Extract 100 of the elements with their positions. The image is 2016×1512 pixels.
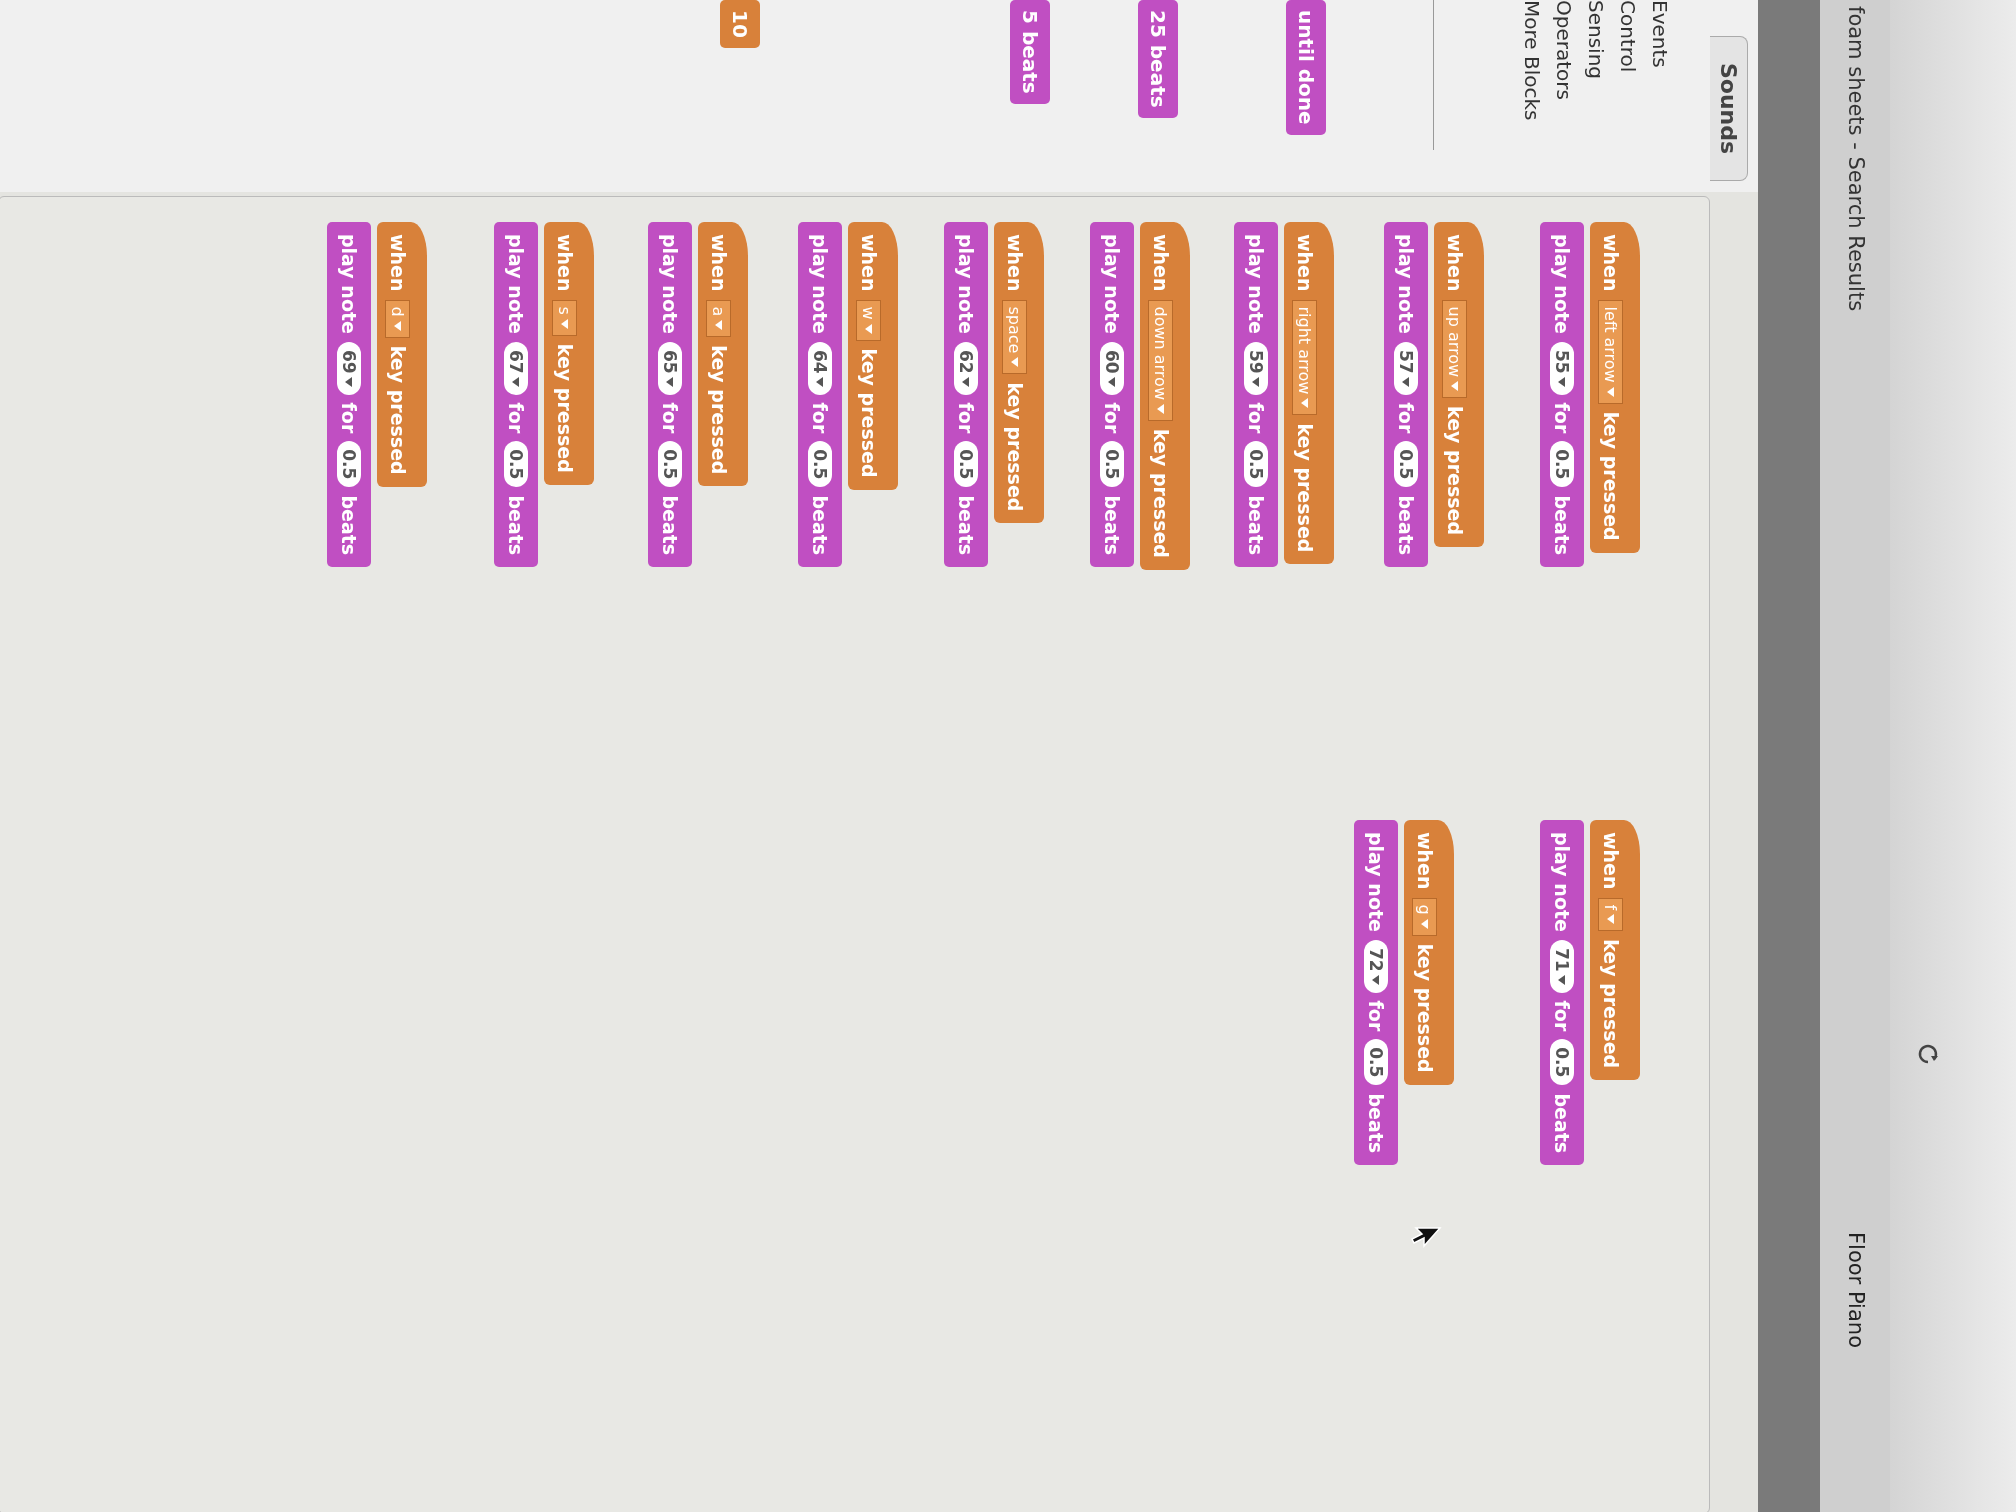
block-label: play note [955,234,977,334]
block-label: for [955,402,977,434]
block-label: beats [1245,495,1267,556]
key-dropdown: space [1002,299,1028,375]
block-label: key pressed [1414,943,1436,1073]
block-label: for [338,402,360,434]
note-dropdown: 55 [1550,341,1574,395]
block-label: play note [659,234,681,334]
block-label: beats [1101,495,1123,556]
beats-input: 0.5 [337,441,361,488]
key-hat-block [1590,820,1640,1081]
block-label: beats [505,495,527,556]
block-label: play note [1365,832,1387,932]
block-label: play note [1245,234,1267,334]
play-note-block [798,222,842,568]
beats-input: 0.5 [808,441,832,488]
note-dropdown: 57 [1394,341,1418,395]
block-label: when [1414,832,1436,890]
block-label: when [1294,234,1316,292]
block-label: beats [955,495,977,556]
block-label: key pressed [708,345,730,475]
note-dropdown: 64 [808,341,832,395]
key-dropdown: down arrow [1148,299,1174,421]
key-hat-block [994,222,1044,524]
block-label: key pressed [1004,382,1026,512]
block-label: play note [809,234,831,334]
key-dropdown: left arrow [1598,299,1624,404]
block-label: play note [338,234,360,334]
category-name: More Blocks [1520,0,1544,121]
key-hat-block [1404,820,1454,1085]
block-label: key pressed [1600,939,1622,1069]
block-label: when [387,234,409,292]
palette-block: 25 beats [1138,0,1178,118]
note-dropdown: 62 [954,341,978,395]
play-note-block [1090,222,1134,568]
block-label: beats [1551,1093,1573,1154]
block-label: for [1365,1000,1387,1032]
block-label: key pressed [387,345,409,475]
block-label: key pressed [554,343,576,473]
play-note-block [1234,222,1278,568]
block-label: when [858,234,880,292]
block-label: key pressed [1444,406,1466,536]
block-label: for [809,402,831,434]
block-label: key pressed [1150,428,1172,558]
beats-input: 0.5 [1550,1039,1574,1086]
key-dropdown: d [385,299,411,338]
category-name: Operators [1552,0,1576,100]
play-note-block [1540,222,1584,568]
block-label: beats [338,495,360,556]
key-hat-block [377,222,427,487]
block-label: when [1004,234,1026,292]
block-label: when [1600,832,1622,890]
tab-title: Floor Piano [1844,1232,1868,1348]
block-label: for [1551,1000,1573,1032]
key-hat-block [1284,222,1334,565]
palette-block: until done [1286,0,1326,135]
block-label: key pressed [1600,411,1622,541]
block-label: when [1600,234,1622,292]
tab: Sounds [1710,36,1748,182]
play-note-block [1540,820,1584,1166]
block-label: beats [659,495,681,556]
block-label: for [505,402,527,434]
beats-input: 0.5 [1394,441,1418,488]
key-dropdown: up arrow [1442,299,1468,399]
key-dropdown: right arrow [1292,299,1318,416]
block-label: play note [1551,234,1573,334]
play-note-block [648,222,692,568]
block-label: key pressed [1294,423,1316,553]
block-label: beats [1551,495,1573,556]
beats-input: 0.5 [954,441,978,488]
block-label: for [1395,402,1417,434]
beats-input: 0.5 [658,441,682,488]
block-label: play note [505,234,527,334]
block-label: play note [1551,832,1573,932]
play-note-block [1354,820,1398,1166]
category-name: Control [1616,0,1640,73]
note-dropdown: 67 [504,341,528,395]
note-dropdown: 65 [658,341,682,395]
block-label: for [1101,402,1123,434]
palette-block: 10 [720,0,760,48]
key-hat-block [1434,222,1484,548]
tab-title: foam sheets - Search Results [1844,6,1868,312]
block-label: for [1551,402,1573,434]
key-hat-block [1140,222,1190,570]
key-dropdown: g [1412,897,1438,936]
key-dropdown: w [856,299,882,341]
play-note-block [944,222,988,568]
key-hat-block [544,222,594,485]
block-label: when [1444,234,1466,292]
key-dropdown: s [552,299,578,336]
block-label: for [1245,402,1267,434]
block-label: when [554,234,576,292]
key-dropdown: a [706,299,732,338]
note-dropdown: 71 [1550,939,1574,993]
block-label: key pressed [858,348,880,478]
beats-input: 0.5 [1550,441,1574,488]
beats-input: 0.5 [1100,441,1124,488]
block-label: play note [1395,234,1417,334]
block-label: when [708,234,730,292]
note-dropdown: 69 [337,341,361,395]
